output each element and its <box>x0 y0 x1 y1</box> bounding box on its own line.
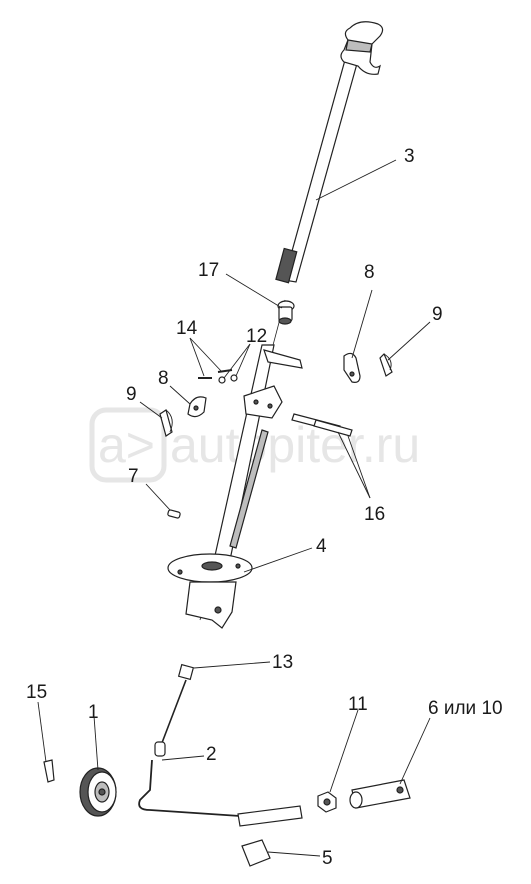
callout-7: 7 <box>128 466 139 487</box>
leader-16b <box>347 435 371 499</box>
pin-part-9-left <box>159 409 173 437</box>
callout-9b: 9 <box>126 384 137 405</box>
watermark-logo-text: a> <box>98 417 155 473</box>
leader-9a <box>387 321 431 361</box>
leader-12a <box>223 343 251 379</box>
leader-1 <box>93 715 99 771</box>
nut-part-11 <box>317 791 337 813</box>
leader-14a <box>189 337 205 377</box>
callout-8b: 8 <box>158 368 169 389</box>
callout-11: 11 <box>348 694 368 715</box>
fork-part-6-10 <box>349 779 411 809</box>
washers-part-12 <box>218 374 238 384</box>
leader-6 <box>399 717 431 785</box>
callout-3: 3 <box>404 146 415 167</box>
leader-8b <box>169 385 191 405</box>
pin-part-7 <box>167 509 181 519</box>
leader-4 <box>243 547 313 573</box>
leader-5 <box>267 851 321 857</box>
leader-11 <box>329 709 359 793</box>
pulley-part-1 <box>79 767 117 817</box>
splitpin-part-15 <box>43 759 55 783</box>
leader-3 <box>315 159 397 201</box>
callout-1: 1 <box>88 702 99 723</box>
cable-part-2 <box>138 679 241 817</box>
leader-15 <box>37 701 47 763</box>
callout-16: 16 <box>364 504 385 525</box>
leader-13 <box>193 661 271 669</box>
leader-16a <box>337 431 371 499</box>
watermark-logo-frame <box>89 407 167 483</box>
callout-2: 2 <box>206 744 217 765</box>
callout-labels: 3 17 8 9 14 12 9 8 7 16 4 13 15 1 11 6 и… <box>26 146 503 869</box>
clamp-part-13 <box>177 663 195 681</box>
callout-13: 13 <box>272 652 293 673</box>
watermark: a> autopiter.ru <box>89 407 420 483</box>
callout-12: 12 <box>246 326 267 347</box>
callout-17: 17 <box>198 260 219 281</box>
sleeve-part-5 <box>237 805 303 867</box>
leader-lines <box>37 159 431 857</box>
callout-8a: 8 <box>364 262 375 283</box>
plate-part-8-right <box>343 352 361 383</box>
watermark-site-text: autopiter.ru <box>170 417 420 473</box>
bushing-part-17 <box>277 300 295 325</box>
leader-14b <box>189 337 223 373</box>
column-part-4 <box>167 344 303 629</box>
leader-2 <box>161 755 205 761</box>
lever-part-3 <box>275 21 384 284</box>
leader-17 <box>225 273 283 309</box>
leader-12b <box>235 343 251 377</box>
callout-5: 5 <box>322 848 333 869</box>
callout-15: 15 <box>26 682 47 703</box>
plate-part-8-left <box>187 396 207 418</box>
pin-part-9-right <box>379 352 393 377</box>
leader-8a <box>351 289 373 359</box>
leader-9b <box>139 401 163 419</box>
leader-7 <box>145 483 171 511</box>
callout-6-10: 6 или 10 <box>428 698 503 719</box>
callout-14: 14 <box>176 318 198 339</box>
callout-9a: 9 <box>432 304 443 325</box>
callout-4: 4 <box>316 536 327 557</box>
